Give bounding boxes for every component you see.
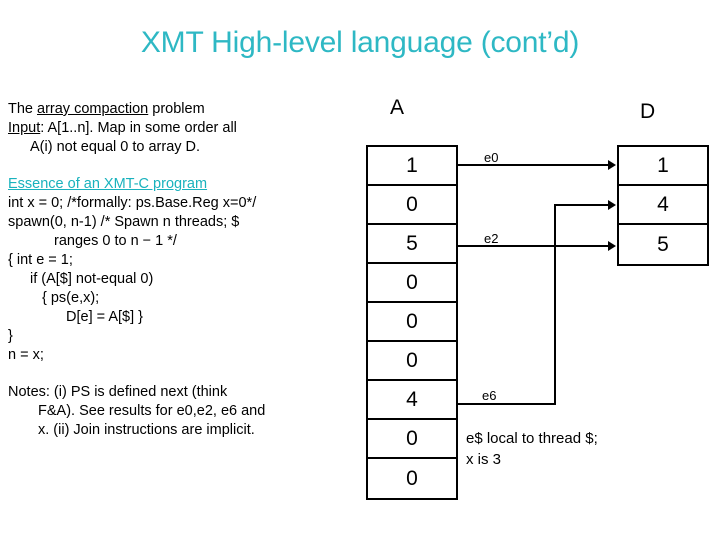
code-line-7: D[e] = A[$] } (66, 309, 143, 325)
essence-heading: Essence of an XMT-C program (8, 176, 208, 192)
code-line-1: int x = 0; /*formally: ps.Base.Reg x=0*/ (8, 195, 257, 211)
edge-label-e0: e0 (484, 150, 499, 165)
thread-annotation: e$ local to thread $; x is 3 (466, 428, 598, 470)
array-a-cell: 0 (368, 342, 456, 381)
arrow-e6-line-h2 (554, 245, 608, 247)
notes-line-2: F&A). See results for e0,e2, e6 and (38, 403, 266, 419)
array-d-cell: 4 (619, 186, 707, 225)
notes-block: Notes: (i) PS is defined next (think F&A… (8, 383, 353, 440)
array-a-table: 1 0 5 0 0 0 4 0 0 (366, 145, 458, 500)
array-a-cell: 0 (368, 186, 456, 225)
array-a-cell: 4 (368, 381, 456, 420)
input-desc: : A[1..n]. Map in some order all (40, 120, 237, 136)
array-d-cell: 5 (657, 232, 669, 256)
array-d-table: 1 4 5 (617, 145, 709, 266)
problem-suffix: problem (148, 101, 205, 117)
arrow-e0-line (456, 164, 608, 166)
code-line-9: n = x; (8, 347, 44, 363)
array-a-cell: 5 (368, 225, 456, 264)
arrow-e6-head (608, 241, 616, 251)
notes-line-1: Notes: (i) PS is defined next (think (8, 384, 228, 400)
array-a-cell: 0 (368, 420, 456, 459)
arrow-e2-line-v (554, 204, 556, 247)
problem-line-2: Input: A[1..n]. Map in some order all (8, 119, 353, 138)
array-a-cell: 1 (368, 147, 456, 186)
left-text-column: The array compaction problem Input: A[1.… (8, 100, 353, 440)
notes-line-3: x. (ii) Join instructions are implicit. (38, 422, 255, 438)
code-line-6: { ps(e,x); (42, 290, 100, 306)
array-d-label: D (640, 100, 656, 123)
thread-annotation-line-2: x is 3 (466, 451, 502, 468)
arrow-e6-line-h1 (456, 403, 554, 405)
code-line-8: } (8, 328, 13, 344)
arrow-e2-line-h2 (554, 204, 608, 206)
edge-label-e6: e6 (482, 388, 497, 403)
array-a-label: A (390, 96, 405, 119)
arrow-e0-head (608, 160, 616, 170)
array-a-cell: 0 (368, 264, 456, 303)
essence-block: Essence of an XMT-C program int x = 0; /… (8, 175, 353, 365)
array-a-cell: 0 (368, 303, 456, 342)
arrow-e6-line-v (554, 245, 556, 405)
spacer-2 (8, 365, 353, 383)
array-a-cell: 0 (406, 466, 418, 490)
code-line-3: ranges 0 to n − 1 */ (54, 233, 177, 249)
arrow-e2-line-h1 (456, 245, 554, 247)
input-label: Input (8, 120, 41, 136)
array-compaction-link[interactable]: array compaction (37, 101, 149, 117)
thread-annotation-line-1: e$ local to thread $; (466, 430, 598, 447)
arrow-e2-head (608, 200, 616, 210)
problem-line-1: The array compaction problem (8, 100, 353, 119)
code-line-4: { int e = 1; (8, 252, 73, 268)
problem-prefix: The (8, 101, 38, 117)
page-title: XMT High-level language (cont’d) (140, 26, 580, 59)
edge-label-e2: e2 (484, 231, 499, 246)
code-line-5: if (A[$] not-equal 0) (30, 271, 154, 287)
array-d-cell: 1 (619, 147, 707, 186)
code-line-2: spawn(0, n-1) /* Spawn n threads; $ (8, 214, 240, 230)
spacer-1 (8, 157, 353, 175)
problem-statement: The array compaction problem Input: A[1.… (8, 100, 353, 157)
problem-line-3: A(i) not equal 0 to array D. (30, 139, 201, 155)
